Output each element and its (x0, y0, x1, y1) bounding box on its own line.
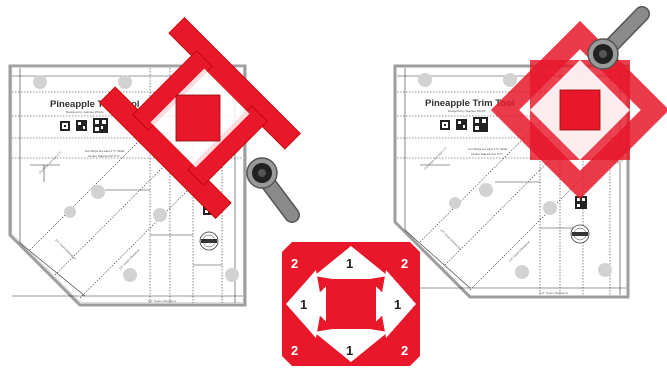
block-label-left: 1 (300, 297, 307, 312)
right-red-block (490, 20, 667, 200)
left-ruler-seam-bottom: 1/4" Seam Allowance (148, 299, 177, 303)
finished-block: 1 1 1 1 2 2 2 2 (282, 242, 420, 366)
rotary-cutter-icon (587, 6, 650, 70)
right-ruler-seam-bottom: 1/4" Seam Allowance (540, 291, 569, 295)
left-illustration: Pineapple Trim Tool Designed by Jeanlee … (8, 17, 301, 307)
logo-seal-icon (199, 231, 219, 251)
qr-code-icon (60, 118, 108, 133)
left-ruler-designer: Designed by Jeanlee Wright (66, 110, 104, 114)
left-ruler-title: Pineapple Trim Tool (50, 99, 140, 110)
block-label-bottom-right: 2 (401, 343, 408, 358)
right-ruler-cut-line1: Cut Strips at Least 1 ½" Wide (468, 147, 508, 151)
block-label-bottom-left: 2 (291, 343, 298, 358)
left-ruler-cut-line2: Center Square Cut 3 ½" (88, 154, 120, 158)
rotary-cutter-icon (246, 157, 300, 223)
block-label-top: 1 (346, 256, 353, 271)
right-illustration: Pineapple Trim Tool Designed by Jeanlee … (393, 6, 667, 299)
block-label-top-right: 2 (401, 256, 408, 271)
left-red-strips (99, 17, 301, 219)
left-ruler-cut-line1: Cut Strips at Least 1 ½" Wide (85, 149, 125, 153)
block-label-bottom: 1 (346, 343, 353, 358)
right-ruler-cut-line2: Center Square Cut 3 ½" (471, 152, 503, 156)
qr-code-icon (440, 117, 488, 132)
block-label-right: 1 (394, 297, 401, 312)
right-ruler-designer: Designed by Jeanlee Wright (448, 109, 486, 113)
logo-seal-icon (570, 224, 590, 244)
block-label-top-left: 2 (291, 256, 298, 271)
qr-code-icon (575, 196, 587, 209)
right-ruler-title: Pineapple Trim Tool (425, 98, 515, 109)
